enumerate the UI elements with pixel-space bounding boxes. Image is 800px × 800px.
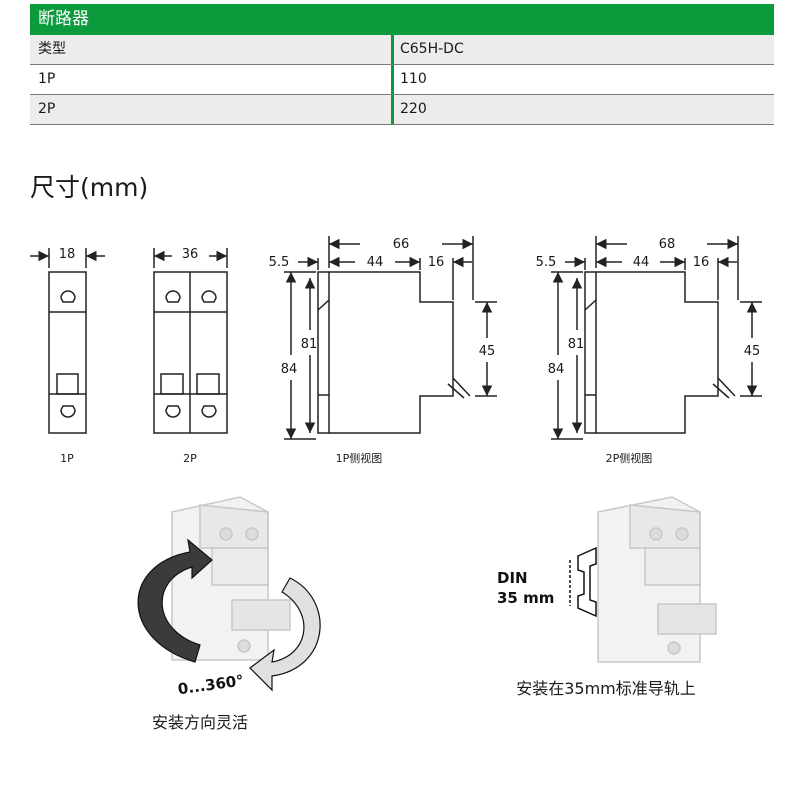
rotation-caption: 安装方向灵活 [152,713,248,732]
rotate-arrow-icon [249,577,321,692]
front-view-1p [30,248,105,434]
din-rail-icon [569,546,597,618]
side-1p-h-outer: 84 [281,362,298,377]
front-1p-caption: 1P [60,452,74,465]
side-2p-h-inner: 81 [568,337,585,352]
rotation-label: 0...360° [177,671,245,698]
side-1p-caption: 1P侧视图 [336,451,383,465]
side-2p-total: 68 [659,237,676,252]
table-header: 断路器 [30,4,774,35]
side-view-2p [551,236,762,440]
rotate-arrow-icon [137,538,213,663]
row-label: 1P [30,65,394,94]
side-2p-mid: 44 [633,255,650,270]
din-caption: 安装在35mm标准导轨上 [516,679,696,698]
side-1p-mid: 44 [367,255,384,270]
side-2p-caption: 2P侧视图 [606,451,653,465]
table-row: 2P 220 [30,95,774,125]
row-label: 2P [30,95,394,124]
breaker-illustration-rotation [171,496,291,661]
row-label: 类型 [30,35,394,64]
side-1p-h-right: 45 [479,344,496,359]
front-1p-width: 18 [59,247,76,262]
front-2p-width: 36 [182,247,199,262]
table-row: 1P 110 [30,65,774,95]
din-label-line1: DIN [497,569,528,587]
row-value: 110 [400,71,427,87]
row-value: C65H-DC [400,41,464,57]
spec-table: 断路器 类型 C65H-DC 1P 110 2P 220 [30,4,774,125]
din-label-line2: 35 mm [497,589,554,607]
side-view-1p [284,236,497,440]
dimensions-title: 尺寸(mm) [30,173,149,202]
side-2p-right: 16 [693,255,710,270]
breaker-illustration-din [597,496,717,663]
side-2p-left: 5.5 [536,255,557,270]
side-2p-h-right: 45 [744,344,761,359]
side-1p-left: 5.5 [269,255,290,270]
side-1p-total: 66 [393,237,410,252]
front-view-2p [153,248,228,434]
front-2p-caption: 2P [183,452,197,465]
table-row: 类型 C65H-DC [30,35,774,65]
side-1p-right: 16 [428,255,445,270]
row-value: 220 [400,101,427,117]
side-1p-h-inner: 81 [301,337,318,352]
side-2p-h-outer: 84 [548,362,565,377]
